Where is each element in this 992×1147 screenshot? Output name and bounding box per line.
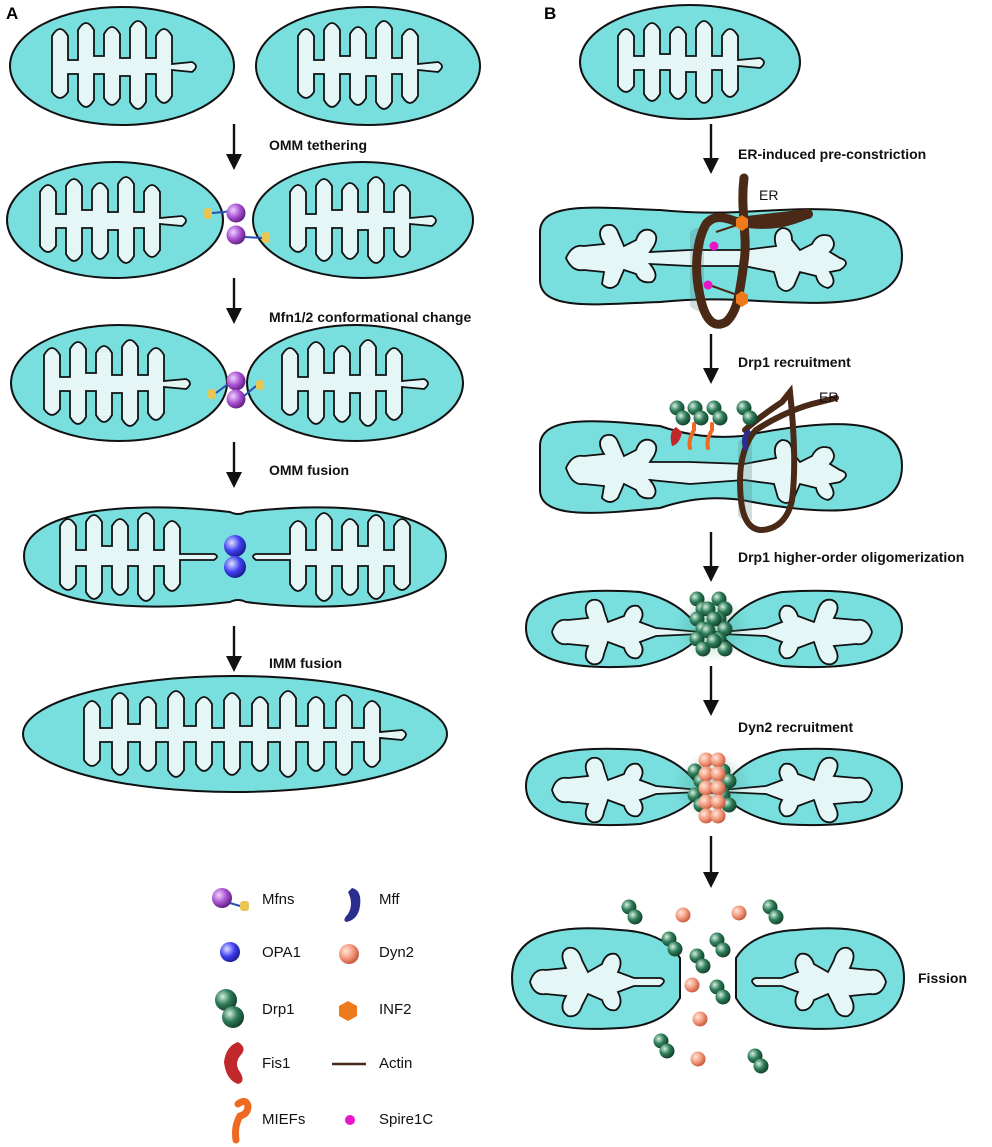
legend-item-dyn2: Dyn2: [339, 944, 414, 964]
drp1-recruitment: [669, 400, 758, 451]
drp1-icon: [215, 989, 237, 1011]
legend-label: Actin: [379, 1055, 412, 1072]
mitochondrion: [579, 4, 801, 120]
er-tubule: [692, 173, 813, 329]
legend-label: Fis1: [262, 1055, 290, 1072]
arrow-head: [703, 368, 719, 384]
mitochondrion: [246, 324, 464, 442]
fusion-step-label: IMM fusion: [269, 655, 342, 671]
fusion-step-label: OMM fusion: [269, 462, 349, 478]
arrow-head: [226, 154, 242, 170]
opa1-icon: [220, 942, 240, 962]
mfn-docked: [208, 371, 264, 409]
daughter-mitochondrion-left: [510, 927, 681, 1030]
mitochondrion: [10, 324, 228, 442]
legend: Mfns OPA1 Drp1 Fis1 MIEFs Mff: [212, 888, 433, 1144]
mitochondrion: [6, 161, 224, 279]
legend-item-miefs: MIEFs: [232, 1097, 305, 1144]
miefs-icon: [232, 1097, 252, 1144]
legend-item-opa1: OPA1: [220, 942, 301, 962]
legend-item-mfns: Mfns: [212, 888, 295, 911]
legend-item-spire1c: Spire1C: [345, 1111, 433, 1128]
legend-label: Drp1: [262, 1001, 295, 1018]
arrow-head: [703, 872, 719, 888]
legend-label: MIEFs: [262, 1111, 305, 1128]
arrow-head: [703, 700, 719, 716]
legend-item-drp1: Drp1: [215, 989, 295, 1028]
fission-panel: ER-induced pre-constriction ER Drp1 recr…: [510, 4, 967, 1074]
spire1c-icon: [345, 1115, 355, 1125]
legend-item-mff: Mff: [344, 888, 400, 922]
opa1-pair: [224, 535, 246, 578]
fission-step-label: Drp1 higher-order oligomerization: [738, 549, 964, 565]
mitochondrion-preconstricted: [539, 206, 904, 312]
legend-item-inf2: INF2: [339, 1001, 412, 1021]
arrow-head: [226, 656, 242, 672]
legend-label: OPA1: [262, 944, 301, 961]
fission-step-label: Drp1 recruitment: [738, 354, 851, 370]
legend-item-fis1: Fis1: [224, 1042, 290, 1084]
arrow-head: [703, 566, 719, 582]
panel-letter-a: A: [6, 4, 18, 23]
mitochondrion: [252, 161, 474, 279]
dyn2-icon: [339, 944, 359, 964]
legend-label: Spire1C: [379, 1111, 433, 1128]
fission-step-label: Dyn2 recruitment: [738, 719, 853, 735]
mitochondrion: [255, 6, 481, 126]
er-label: ER: [819, 389, 838, 405]
mitochondrion-fully-fused: [22, 675, 448, 793]
er-label: ER: [759, 187, 778, 203]
fusion-panel: OMM tethering Mfn1/2 conformational chan…: [6, 6, 481, 793]
mff-icon: [344, 888, 361, 922]
mitochondrion: [9, 6, 235, 126]
fusion-step-label: Mfn1/2 conformational change: [269, 309, 471, 325]
arrow-head: [226, 472, 242, 488]
legend-label: Mfns: [262, 891, 295, 908]
arrow-head: [703, 158, 719, 174]
mfns-icon: [212, 888, 232, 908]
mfn-tether: [204, 203, 270, 245]
fission-step-label: ER-induced pre-constriction: [738, 146, 926, 162]
inf2-icon: [339, 1001, 357, 1021]
er-tubule: [736, 384, 839, 534]
daughter-mitochondrion-right: [735, 927, 906, 1030]
mitochondrion-drp1-recruited: [539, 420, 904, 521]
legend-label: Mff: [379, 891, 400, 908]
legend-label: Dyn2: [379, 944, 414, 961]
fis1-icon: [224, 1042, 244, 1084]
arrow-head: [226, 308, 242, 324]
legend-item-actin: Actin: [332, 1055, 412, 1072]
fusion-step-label: OMM tethering: [269, 137, 367, 153]
fission-label: Fission: [918, 970, 967, 986]
panel-letter-b: B: [544, 4, 556, 23]
legend-label: INF2: [379, 1001, 412, 1018]
